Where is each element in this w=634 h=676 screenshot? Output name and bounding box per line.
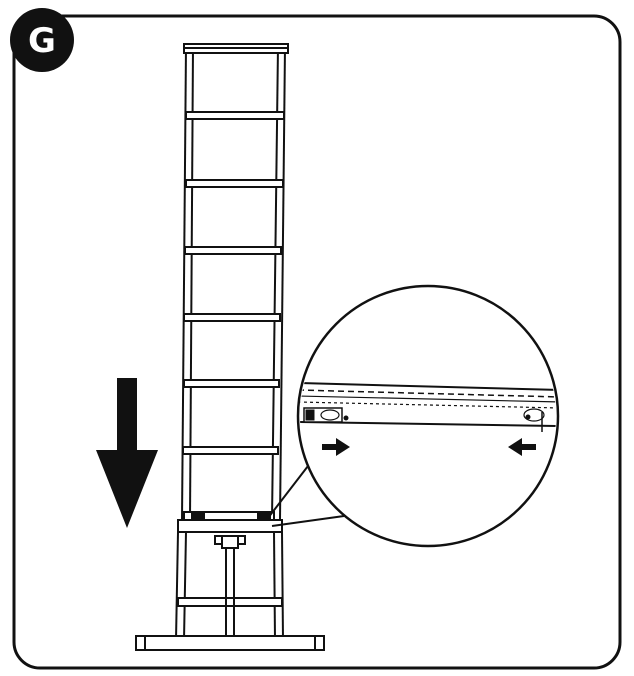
panel-border bbox=[12, 14, 622, 670]
left-arrow-icon bbox=[508, 438, 536, 456]
right-latch bbox=[523, 408, 545, 432]
detail-callout bbox=[296, 284, 560, 548]
step-badge: G bbox=[10, 8, 74, 72]
down-arrow-icon bbox=[96, 378, 158, 528]
ladder bbox=[135, 43, 325, 651]
step-badge-letter: G bbox=[28, 21, 56, 61]
left-latch bbox=[303, 407, 349, 423]
ladder-rungs bbox=[182, 111, 285, 455]
callout-connector bbox=[267, 465, 345, 527]
right-arrow-icon bbox=[322, 438, 350, 456]
